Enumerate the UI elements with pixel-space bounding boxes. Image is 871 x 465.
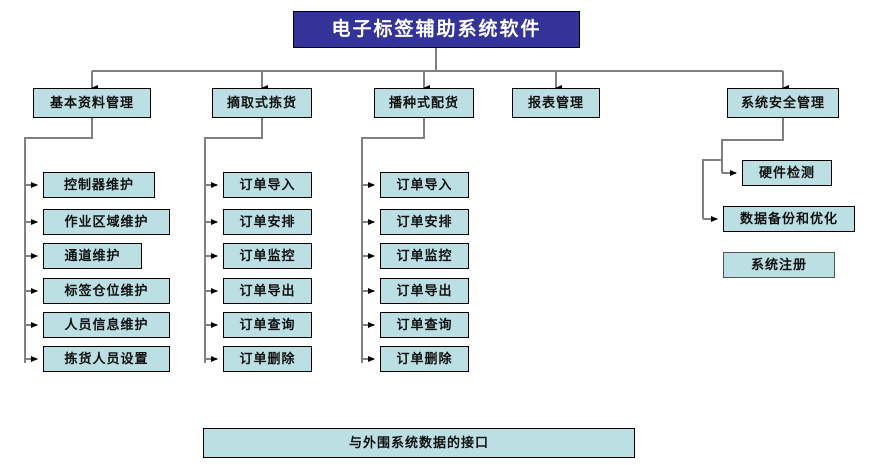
- leaf-node-order-schedule-pick[interactable]: 订单安排: [223, 209, 312, 235]
- leaf-node-work-area-maintenance[interactable]: 作业区域维护: [43, 209, 170, 235]
- leaf-node-order-delete-pick[interactable]: 订单删除: [223, 346, 312, 372]
- leaf-node-aisle-maintenance[interactable]: 通道维护: [43, 243, 142, 269]
- leaf-node-order-monitor-pick[interactable]: 订单监控: [223, 243, 312, 269]
- level2-node-pick-to-light[interactable]: 摘取式拣货: [212, 88, 312, 118]
- footer-node-external-system-data-interface[interactable]: 与外围系统数据的接口: [203, 428, 635, 458]
- leaf-node-order-import-put[interactable]: 订单导入: [380, 172, 469, 198]
- leaf-node-personnel-info-maintenance[interactable]: 人员信息维护: [43, 312, 170, 338]
- leaf-node-order-query-pick[interactable]: 订单查询: [223, 312, 312, 338]
- leaf-node-picker-settings[interactable]: 拣货人员设置: [43, 346, 170, 372]
- leaf-node-order-monitor-put[interactable]: 订单监控: [380, 243, 469, 269]
- leaf-node-order-delete-put[interactable]: 订单删除: [380, 346, 469, 372]
- leaf-node-controller-maintenance[interactable]: 控制器维护: [43, 172, 155, 198]
- level2-node-put-to-light[interactable]: 播种式配货: [374, 88, 474, 118]
- level2-node-system-security-management[interactable]: 系统安全管理: [727, 88, 839, 118]
- leaf-node-order-export-pick[interactable]: 订单导出: [223, 278, 312, 304]
- root-node-system-title[interactable]: 电子标签辅助系统软件: [293, 11, 580, 48]
- leaf-node-order-import-pick[interactable]: 订单导入: [223, 172, 312, 198]
- leaf-node-order-export-put[interactable]: 订单导出: [380, 278, 469, 304]
- level2-node-report-management[interactable]: 报表管理: [512, 88, 600, 118]
- level2-node-basic-data-management[interactable]: 基本资料管理: [33, 88, 151, 118]
- leaf-node-data-backup-optimization[interactable]: 数据备份和优化: [723, 206, 855, 232]
- leaf-node-order-query-put[interactable]: 订单查询: [380, 312, 469, 338]
- leaf-node-order-schedule-put[interactable]: 订单安排: [380, 209, 469, 235]
- leaf-node-hardware-detection[interactable]: 硬件检测: [742, 160, 832, 186]
- leaf-node-system-registration[interactable]: 系统注册: [723, 252, 835, 278]
- leaf-node-tag-location-maintenance[interactable]: 标签仓位维护: [43, 278, 170, 304]
